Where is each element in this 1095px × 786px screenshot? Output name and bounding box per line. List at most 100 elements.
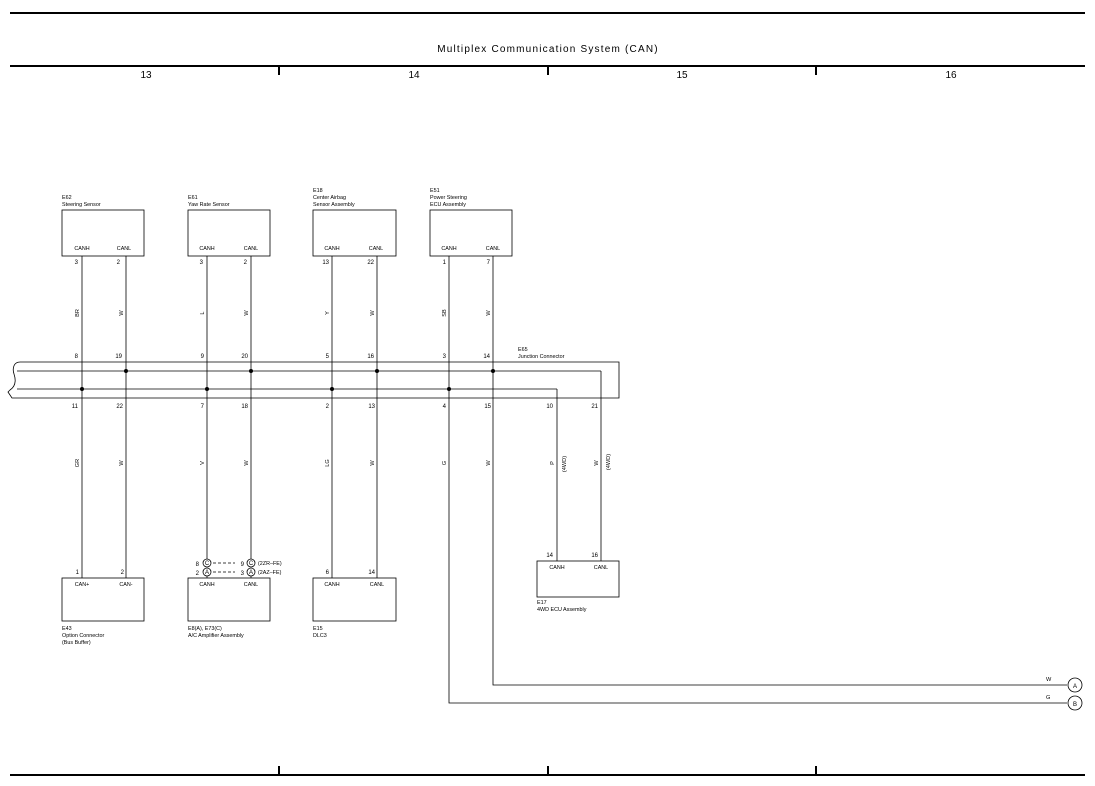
- component-id: E61: [188, 195, 198, 201]
- component-name: Sensor Assembly: [313, 202, 355, 208]
- component-name: A/C Amplifier Assembly: [188, 633, 244, 639]
- yaw-rate-sensor-box: [187, 209, 271, 257]
- off-page-connector-a: [1067, 677, 1083, 693]
- engine-variant: (2AZ–FE): [258, 570, 282, 576]
- wire-color: V: [200, 461, 206, 465]
- connector-marker: [202, 558, 212, 568]
- pin-label: CANL: [117, 246, 131, 252]
- off-page-connector-b: [1067, 695, 1083, 711]
- dlc3-box: [312, 577, 397, 622]
- component-id: E65: [518, 347, 528, 353]
- pin-number: 7: [201, 404, 205, 410]
- pin-label: CANL: [244, 582, 258, 588]
- pin-number: 14: [368, 570, 375, 576]
- pin-number: 21: [591, 404, 598, 410]
- pin-number: 6: [326, 570, 330, 576]
- wire-color: GR: [75, 459, 81, 467]
- pin-number: 1: [443, 260, 447, 266]
- component-id: E51: [430, 188, 440, 194]
- wire-color: W: [370, 310, 376, 316]
- wire-color: BR: [75, 309, 81, 317]
- pin-number: 8: [75, 354, 79, 360]
- component-id: E17: [537, 600, 547, 606]
- top-wires: [81, 256, 494, 389]
- pin-label: CANL: [486, 246, 500, 252]
- component-id: E18: [313, 188, 323, 194]
- component-name: Junction Connector: [518, 354, 565, 360]
- component-name: (Bus Buffer): [62, 640, 91, 646]
- component-name: Yaw Rate Sensor: [188, 202, 230, 208]
- pin-label: CANH: [324, 246, 339, 252]
- pin-label: CANL: [369, 246, 383, 252]
- pin-number: 14: [483, 354, 490, 360]
- pin-number: 9: [201, 354, 205, 360]
- pin-label: CANH: [324, 582, 339, 588]
- pin-number: 9: [241, 562, 245, 568]
- pin-label: CANH: [549, 565, 564, 571]
- wire-color: L: [200, 311, 206, 314]
- pin-number: 13: [322, 260, 329, 266]
- off-page-label: A: [1073, 684, 1077, 690]
- pin-label: CAN-: [119, 582, 132, 588]
- steering-sensor-box: [61, 209, 145, 257]
- pin-number: 2: [244, 260, 248, 266]
- pin-label: CANL: [244, 246, 258, 252]
- wire-note: (4WD): [562, 456, 568, 472]
- pin-number: 22: [367, 260, 374, 266]
- pin-number: 18: [241, 404, 248, 410]
- pin-number: 16: [367, 354, 374, 360]
- wire-color: SB: [442, 309, 448, 317]
- column-number: 14: [408, 70, 420, 81]
- pin-number: 16: [591, 553, 598, 559]
- pin-number: 2: [121, 570, 125, 576]
- pin-number: 2: [117, 260, 121, 266]
- wire-color: W: [244, 460, 250, 466]
- pin-number: 15: [484, 404, 491, 410]
- wire-note: (4WD): [606, 454, 612, 470]
- pin-label: CANL: [370, 582, 384, 588]
- component-id: E43: [62, 626, 72, 632]
- pin-number: 3: [75, 260, 79, 266]
- pin-number: 13: [368, 404, 375, 410]
- connector-letter: A: [249, 570, 253, 576]
- column-number: 15: [676, 70, 688, 81]
- pin-label: CANH: [199, 582, 214, 588]
- connector-letter: C: [205, 561, 210, 567]
- wire-color: W: [1046, 677, 1052, 683]
- 4wd-ecu-box: [536, 560, 620, 598]
- pin-number: 2: [326, 404, 330, 410]
- pin-number: 20: [241, 354, 248, 360]
- power-steering-ecu-box: [429, 209, 513, 257]
- connector-letter: C: [249, 561, 254, 567]
- wire-color: Y: [325, 311, 331, 315]
- engine-variant: (2ZR–FE): [258, 561, 282, 567]
- pin-number: 8: [196, 562, 200, 568]
- pin-number: 10: [546, 404, 553, 410]
- component-name: 4WD ECU Assembly: [537, 607, 587, 613]
- column-number: 13: [140, 70, 152, 81]
- component-name: DLC3: [313, 633, 327, 639]
- component-name: Center Airbag: [313, 195, 346, 201]
- pin-number: 19: [115, 354, 122, 360]
- ac-amplifier-box: [187, 577, 271, 622]
- wire-color: W: [370, 460, 376, 466]
- wire-color: W: [486, 310, 492, 316]
- wire-color: LG: [325, 459, 331, 466]
- option-connector-box: [61, 577, 145, 622]
- pin-number: 14: [546, 553, 553, 559]
- pin-number: 22: [116, 404, 123, 410]
- pin-label: CANH: [74, 246, 89, 252]
- wire-color: W: [244, 310, 250, 316]
- bottom-wires: [81, 371, 1067, 704]
- pin-label: CAN+: [75, 582, 90, 588]
- wire-color: W: [486, 460, 492, 466]
- wire-color: P: [550, 461, 556, 465]
- wire-color: W: [119, 460, 125, 466]
- wire-color: W: [594, 460, 600, 466]
- pin-number: 3: [443, 354, 447, 360]
- pin-number: 4: [443, 404, 447, 410]
- wire-color: G: [442, 461, 448, 465]
- pin-label: CANL: [594, 565, 608, 571]
- pin-number: 3: [200, 260, 204, 266]
